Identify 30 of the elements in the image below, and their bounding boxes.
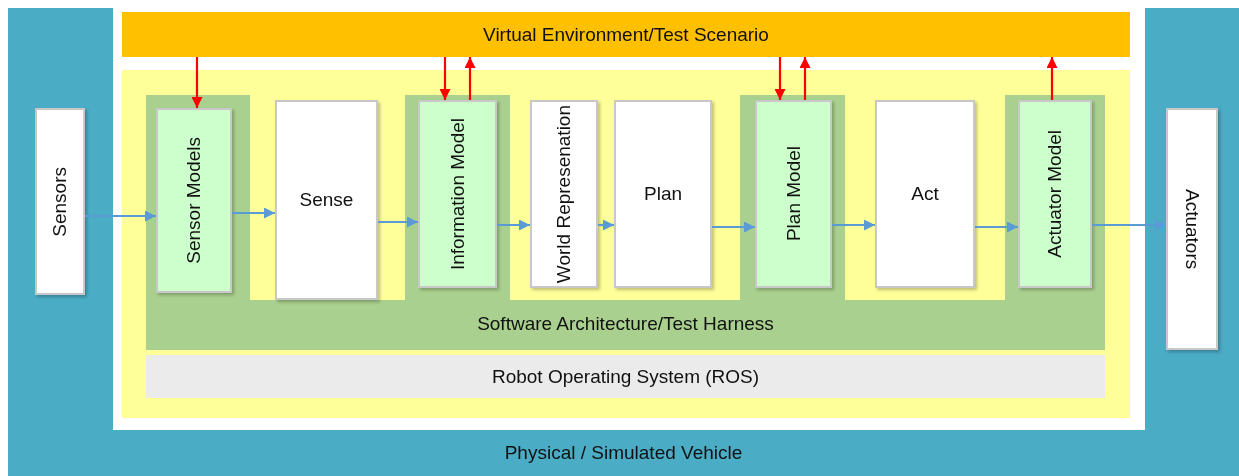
arrow <box>832 219 875 231</box>
arrow <box>464 57 476 100</box>
arrow <box>85 210 156 222</box>
process-box: Sense <box>275 100 378 300</box>
model-box: Actuator Model <box>1018 100 1092 288</box>
process-box: Act <box>875 100 975 288</box>
arrow <box>497 219 530 231</box>
arrow <box>975 221 1018 233</box>
model-box: Plan Model <box>755 100 832 288</box>
arrow <box>712 221 755 233</box>
vehicle-panel <box>8 8 1239 476</box>
arrow <box>378 216 418 228</box>
arrow <box>774 57 786 100</box>
arrow <box>1092 219 1166 231</box>
arrow <box>1046 57 1058 100</box>
arrow <box>439 57 451 100</box>
process-box: Plan <box>614 100 712 288</box>
panel-title: Physical / Simulated Vehicle <box>503 442 744 464</box>
model-box: Sensor Models <box>156 108 232 293</box>
scenario-band: Virtual Environment/Test Scenario <box>122 12 1130 57</box>
model-box: Information Model <box>418 100 497 288</box>
ros-band: Robot Operating System (ROS) <box>146 355 1105 398</box>
actuators-box: Actuators <box>1166 108 1218 350</box>
arrow <box>191 57 203 108</box>
arrow <box>232 207 275 219</box>
process-box: World Represenation <box>530 100 598 288</box>
sensors-box: Sensors <box>35 108 85 295</box>
arrow <box>598 219 614 231</box>
band-title: Software Architecture/Test Harness <box>476 313 775 335</box>
arrow <box>799 57 811 100</box>
